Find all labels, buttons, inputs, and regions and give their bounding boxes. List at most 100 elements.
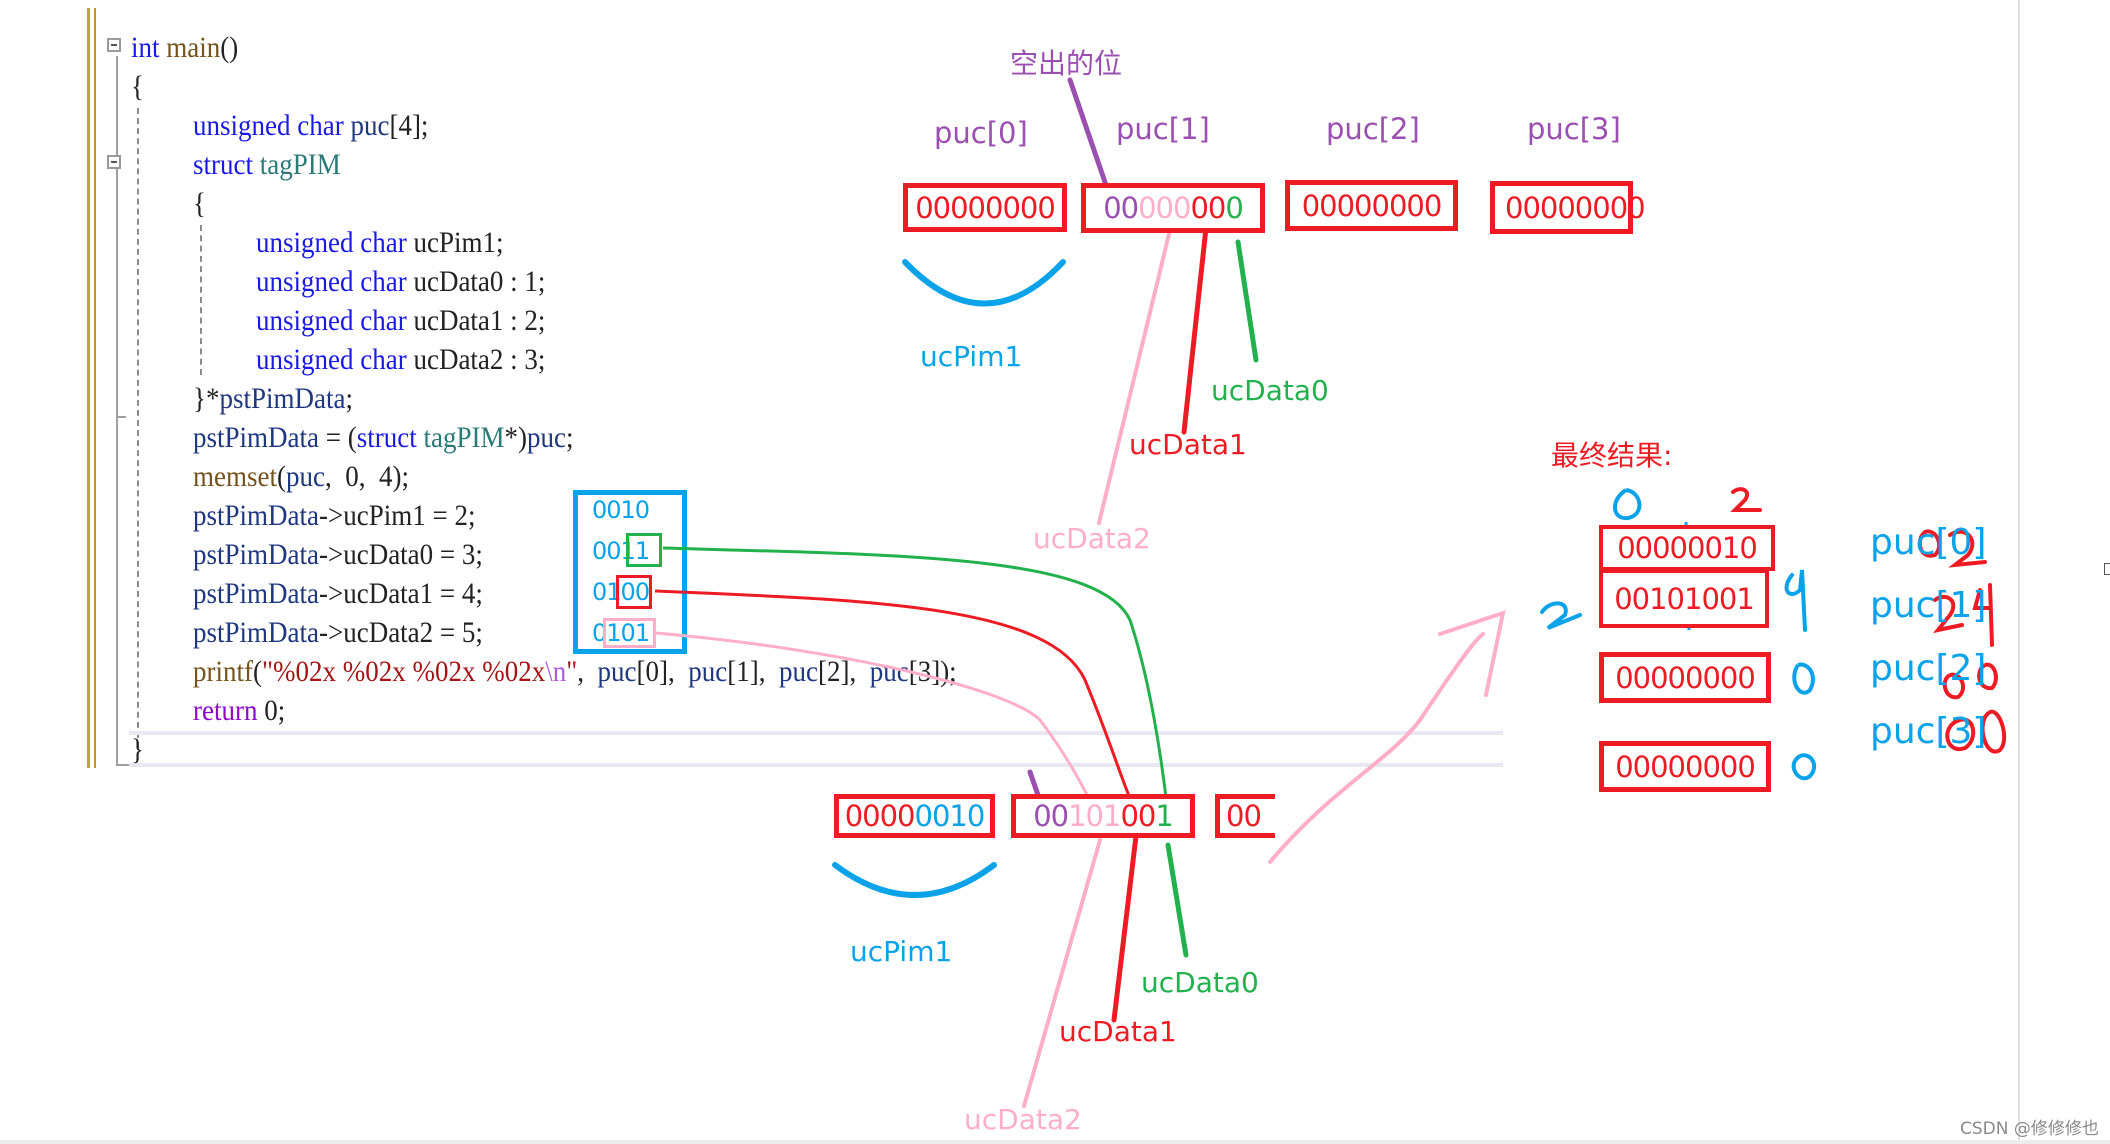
- code-token: , 0, 4);: [324, 460, 409, 493]
- code-line[interactable]: unsigned char ucPim1;: [256, 223, 503, 262]
- code-token: puc: [285, 460, 325, 493]
- code-token: printf: [193, 655, 253, 688]
- code-token: [0],: [636, 655, 689, 688]
- code-line[interactable]: int main(): [131, 28, 238, 67]
- code-token: (): [220, 31, 239, 64]
- unused-bits-pointer-bottom: [1027, 769, 1041, 798]
- mark-0-row3: [1792, 662, 1815, 695]
- bit-group-pink: 101: [1068, 799, 1121, 833]
- result-puc2-box: 00000000: [1599, 652, 1771, 703]
- code-line[interactable]: pstPimData->ucData0 = 3;: [193, 535, 483, 574]
- code-token: \n: [545, 655, 567, 688]
- code-token: puc: [869, 655, 909, 688]
- mark-0-top: [1613, 488, 1642, 521]
- code-token: puc: [526, 421, 566, 454]
- code-line[interactable]: pstPimData->ucData2 = 5;: [193, 613, 483, 652]
- code-token: ": [566, 655, 578, 688]
- code-line[interactable]: pstPimData = (struct tagPIM*)puc;: [193, 418, 573, 457]
- code-token: ;: [345, 382, 353, 415]
- bit-group-purple: 00: [1103, 191, 1139, 225]
- code-token: ucData0 : 1;: [413, 265, 546, 298]
- code-token: ucPim1;: [413, 226, 504, 259]
- puc0-byte-box: 00000000: [903, 183, 1067, 232]
- ucData0-pointer-top: [1235, 239, 1259, 363]
- code-token: unsigned char: [256, 304, 414, 337]
- result-puc2-label: puc[2]: [1870, 648, 1987, 689]
- code-token: ;: [565, 421, 574, 454]
- result-arrow-head: [1438, 610, 1506, 697]
- code-token: pstPimData: [193, 538, 319, 571]
- code-line[interactable]: pstPimData->ucData1 = 4;: [193, 574, 483, 613]
- code-line[interactable]: return 0;: [193, 691, 285, 730]
- code-token: memset: [193, 460, 277, 493]
- code-line[interactable]: }: [131, 730, 144, 769]
- result-puc3-box: 00000000: [1599, 741, 1771, 792]
- indent-guide: [137, 108, 139, 748]
- binary-highlight: 101: [606, 619, 650, 647]
- code-token: tagPIM: [423, 421, 505, 454]
- code-line[interactable]: unsigned char ucData1 : 2;: [256, 301, 545, 340]
- result-puc1-box: 00101001: [1599, 569, 1769, 628]
- code-line[interactable]: pstPimData->ucPim1 = 2;: [193, 496, 475, 535]
- ucPim1-brace-top: [902, 259, 1066, 307]
- result-puc3-label: puc[3]: [1870, 711, 1987, 752]
- code-line[interactable]: unsigned char ucData2 : 3;: [256, 340, 545, 379]
- current-line-highlight: [129, 731, 1503, 767]
- code-token: 0;: [257, 694, 286, 727]
- mark-0-row4: [1791, 753, 1817, 781]
- binary-ucData2: 0101: [592, 619, 650, 647]
- ucData2-pointer-top: [1097, 228, 1172, 525]
- unused-bits-label: 空出的位: [1010, 47, 1123, 80]
- code-line[interactable]: printf("%02x %02x %02x %02x\n", puc[0], …: [193, 652, 957, 691]
- code-token: unsigned char: [256, 265, 414, 298]
- code-token: pstPimData: [193, 577, 319, 610]
- code-token: ->ucData1 = 4;: [319, 577, 483, 610]
- puc2-label: puc[2]: [1326, 112, 1420, 146]
- ucData0-bit-highlight: [626, 533, 662, 567]
- code-token: int: [131, 31, 160, 64]
- collapse-struct-icon[interactable]: [107, 155, 121, 169]
- code-line[interactable]: unsigned char ucData0 : 1;: [256, 262, 545, 301]
- bottom-puc2-byte-box-partial: 00: [1215, 794, 1275, 838]
- ucData1-label-bottom: ucData1: [1059, 1015, 1177, 1048]
- bits-overlay: 0010: [914, 799, 986, 833]
- bit-group-purple: 00: [1033, 799, 1069, 833]
- code-line[interactable]: {: [193, 184, 206, 223]
- puc0-label: puc[0]: [934, 116, 1028, 150]
- bit-group-green: 1: [1155, 799, 1173, 833]
- ucPim1-label-bottom: ucPim1: [850, 935, 953, 968]
- ucData2-label-bottom: ucData2: [964, 1103, 1082, 1136]
- code-line[interactable]: {: [131, 67, 144, 106]
- code-token: unsigned char: [256, 226, 414, 259]
- change-margin-bar: [87, 8, 90, 768]
- binary-highlight: 00: [620, 578, 651, 606]
- change-margin-bar-inner: [94, 8, 96, 768]
- code-token: pstPimData: [219, 382, 346, 415]
- code-token: "%02x %02x %02x %02x: [261, 655, 546, 688]
- result-puc0-label: puc[0]: [1870, 522, 1987, 563]
- code-token: [2],: [817, 655, 870, 688]
- code-token: puc: [350, 109, 390, 142]
- collapse-main-icon[interactable]: [107, 38, 121, 52]
- result-puc0-box: 00000010: [1599, 525, 1775, 571]
- code-token: [3]);: [908, 655, 957, 688]
- puc3-byte-box: 00000000: [1490, 181, 1646, 234]
- edge-marker: [2104, 563, 2110, 575]
- code-line[interactable]: }*pstPimData;: [193, 379, 353, 418]
- right-border: [2018, 0, 2020, 1144]
- code-token: struct: [356, 421, 424, 454]
- bit-group-green: 0: [1225, 191, 1243, 225]
- unused-bits-pointer: [1067, 77, 1110, 191]
- code-token: tagPIM: [259, 148, 341, 181]
- code-token: main: [159, 31, 221, 64]
- code-line[interactable]: memset(puc, 0, 4);: [193, 457, 409, 496]
- indent-guide-struct: [200, 225, 202, 375]
- bit-group-red: 00: [1120, 799, 1156, 833]
- code-line[interactable]: struct tagPIM: [193, 145, 341, 184]
- code-line[interactable]: unsigned char puc[4];: [193, 106, 428, 145]
- code-token: pstPimData: [193, 616, 319, 649]
- puc3-label: puc[3]: [1527, 112, 1621, 146]
- mark-9-right: [1784, 569, 1807, 632]
- outline-line: [116, 56, 118, 766]
